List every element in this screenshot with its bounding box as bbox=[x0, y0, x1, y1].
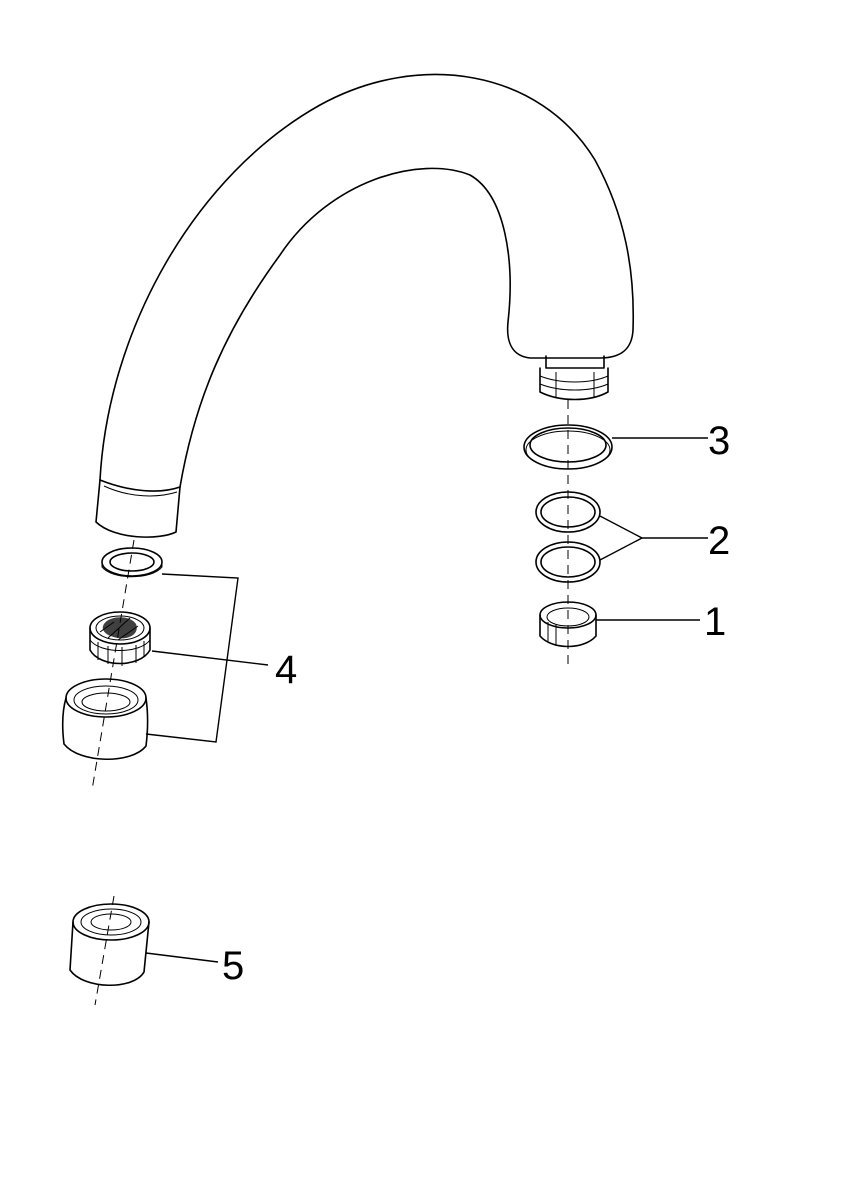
part-1-sleeve bbox=[539, 601, 597, 648]
part-2-o-rings bbox=[535, 491, 601, 583]
callout-1: 1 bbox=[704, 600, 726, 644]
callout-2: 2 bbox=[708, 519, 730, 563]
part-4-aerator-set bbox=[61, 547, 163, 761]
part-5-nozzle bbox=[69, 903, 150, 987]
part-3-ring bbox=[523, 424, 613, 470]
callout-3: 3 bbox=[708, 419, 730, 463]
callout-5: 5 bbox=[222, 944, 244, 988]
callout-4: 4 bbox=[275, 648, 297, 692]
spout-connector-thread bbox=[539, 355, 609, 401]
callout-labels: 3 2 1 4 5 bbox=[222, 419, 730, 988]
leader-lines bbox=[145, 437, 708, 963]
spout-body bbox=[95, 73, 635, 538]
